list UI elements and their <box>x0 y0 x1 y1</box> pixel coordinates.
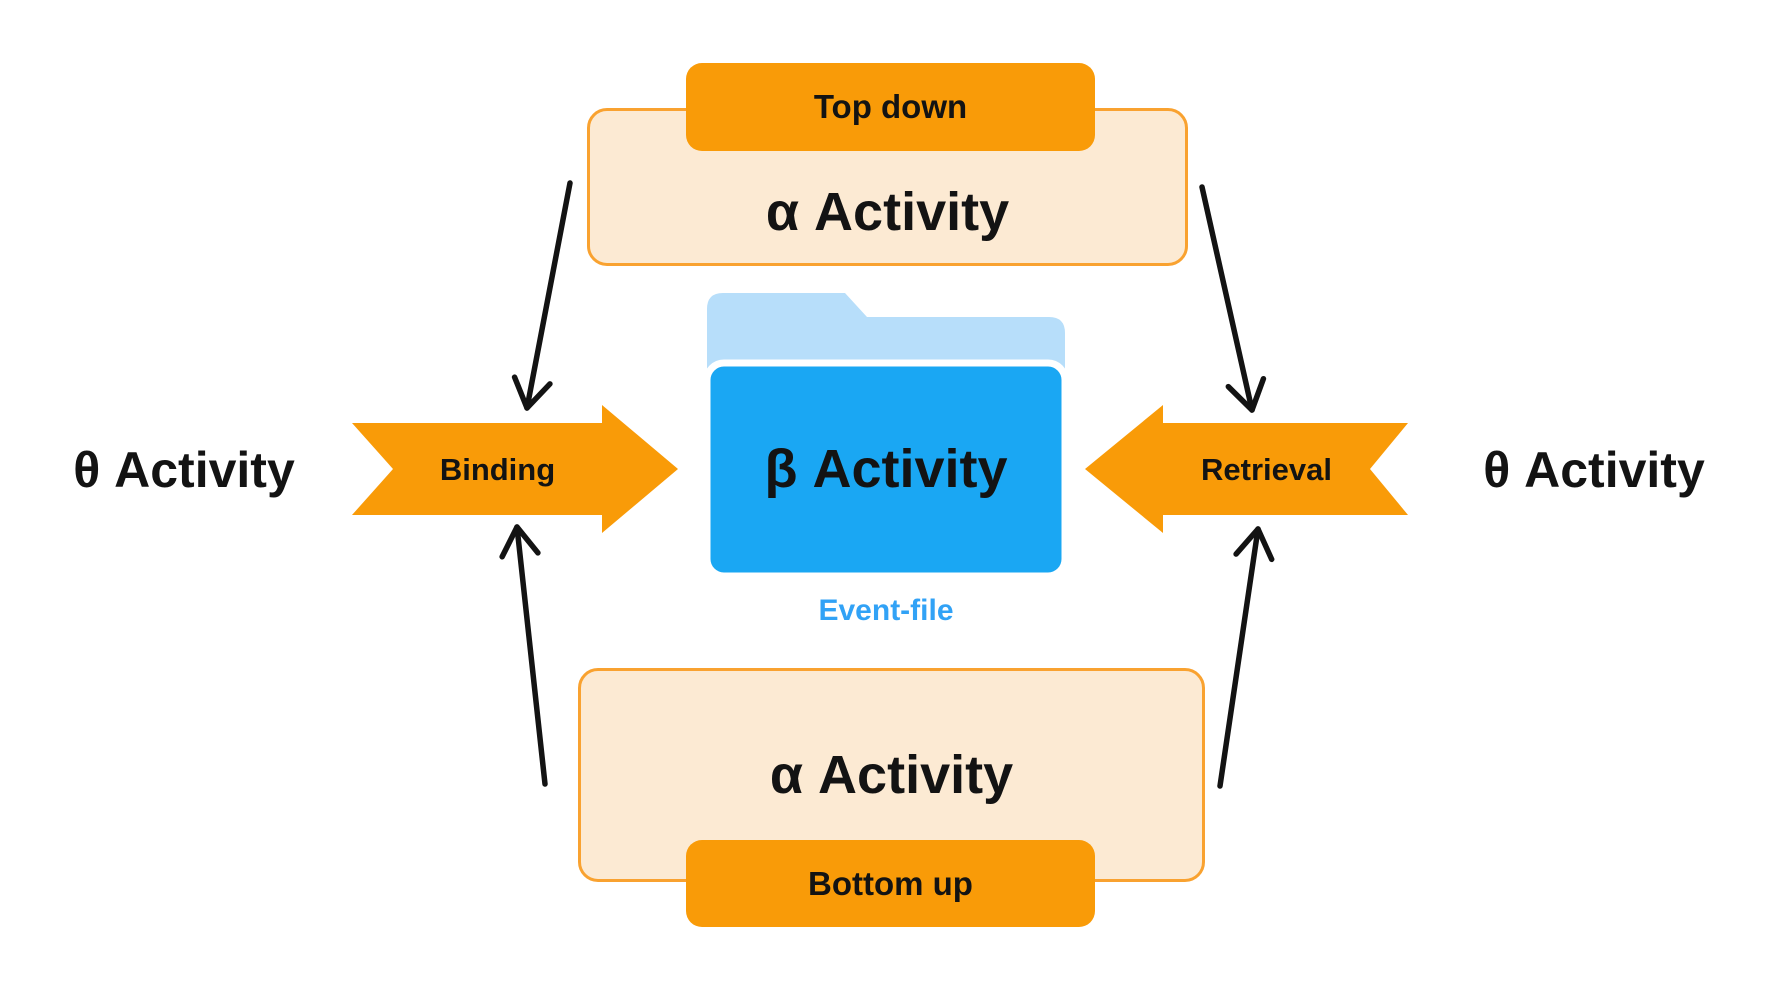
beta-activity-label: β Activity <box>764 439 1008 499</box>
event-file-caption: Event-file <box>818 594 954 627</box>
top-down-badge: Top down <box>686 63 1095 151</box>
bottom-left-connector-arrow <box>499 524 548 787</box>
folder-front-panel <box>703 359 1069 580</box>
binding-arrow <box>352 405 678 533</box>
bottom-right-connector-arrow <box>1217 526 1275 789</box>
top-left-connector-arrow <box>511 180 573 411</box>
top-right-connector-arrow <box>1199 184 1267 413</box>
binding-label: Binding <box>439 452 556 487</box>
top-alpha-activity-label: α Activity <box>765 182 1010 242</box>
bottom-alpha-activity-label: α Activity <box>769 745 1014 805</box>
bottom-up-badge: Bottom up <box>686 840 1095 927</box>
theta-activity-right-label: θ Activity <box>1483 442 1705 498</box>
retrieval-label: Retrieval <box>1201 452 1332 487</box>
theta-activity-left-label: θ Activity <box>73 442 295 498</box>
retrieval-arrow <box>1085 405 1408 533</box>
folder-icon <box>703 293 1069 580</box>
